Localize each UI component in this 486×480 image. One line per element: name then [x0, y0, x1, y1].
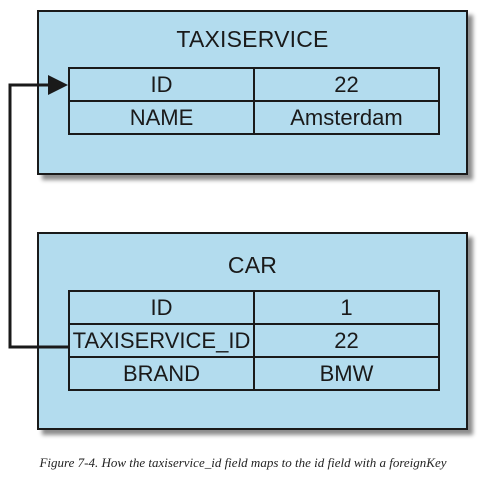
- car-id-value: 1: [253, 290, 440, 325]
- connector-arrowhead-icon: [48, 75, 68, 95]
- car-taxiservice-id-value: 22: [253, 323, 440, 358]
- car-id-key: ID: [68, 290, 255, 325]
- table-row: NAME Amsterdam: [68, 100, 440, 135]
- table-row: BRAND BMW: [68, 356, 440, 391]
- taxiservice-id-value: 22: [253, 67, 440, 102]
- taxiservice-entity-box: TAXISERVICE ID 22 NAME Amsterdam: [37, 10, 468, 175]
- car-entity-box: CAR ID 1 TAXISERVICE_ID 22 BRAND BMW: [37, 232, 468, 430]
- taxiservice-name-key: NAME: [68, 100, 255, 135]
- table-row: ID 1: [68, 290, 440, 325]
- taxiservice-name-value: Amsterdam: [253, 100, 440, 135]
- car-table: ID 1 TAXISERVICE_ID 22 BRAND BMW: [68, 290, 440, 391]
- figure-caption: Figure 7-4. How the taxiservice_id field…: [39, 455, 447, 470]
- table-row: ID 22: [68, 67, 440, 102]
- car-brand-key: BRAND: [68, 356, 255, 391]
- connector-line: [8, 83, 68, 349]
- table-row: TAXISERVICE_ID 22: [68, 323, 440, 358]
- taxiservice-title: TAXISERVICE: [176, 26, 329, 52]
- car-taxiservice-id-key: TAXISERVICE_ID: [68, 323, 255, 358]
- car-brand-value: BMW: [253, 356, 440, 391]
- taxiservice-table: ID 22 NAME Amsterdam: [68, 67, 440, 135]
- car-title: CAR: [227, 252, 278, 278]
- taxiservice-id-key: ID: [68, 67, 255, 102]
